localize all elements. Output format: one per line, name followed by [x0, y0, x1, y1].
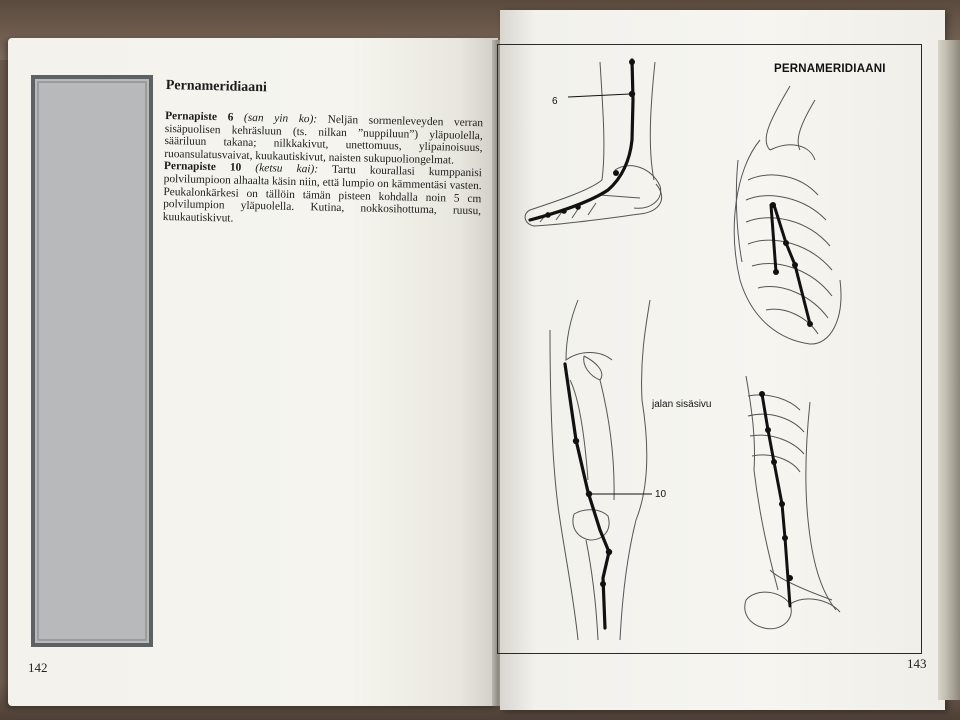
- label-leg-inner-side: jalan sisäsivu: [651, 399, 711, 410]
- acupoint-10: [585, 490, 593, 498]
- pelvis-ribs-drawing: [744, 375, 841, 630]
- page-number-left: 142: [28, 660, 48, 675]
- label-point-10: 10: [655, 489, 667, 500]
- page-number-right: 143: [907, 656, 927, 671]
- page-stack-edge: [938, 40, 960, 700]
- foot-drawing: [524, 61, 662, 227]
- spleen-meridian-foot-line: [528, 58, 636, 222]
- left-page: Pernameridiaani Pernapiste 6 (san yin ko…: [8, 38, 498, 706]
- right-page: [500, 10, 945, 710]
- spleen-meridian-leg-line: [563, 362, 652, 630]
- gray-sidebar-panel: [31, 75, 153, 647]
- figure-title: PERNAMERIDIAANI: [774, 63, 886, 75]
- acupoint-6: [628, 90, 636, 98]
- spleen-meridian-abdomen-line: [759, 391, 793, 608]
- leg-drawing: [549, 299, 651, 641]
- figure-frame: [497, 44, 922, 654]
- torso-ribs-drawing: [733, 85, 842, 345]
- spleen-meridian-torso-line: [769, 202, 813, 327]
- label-point-6: 6: [552, 96, 558, 107]
